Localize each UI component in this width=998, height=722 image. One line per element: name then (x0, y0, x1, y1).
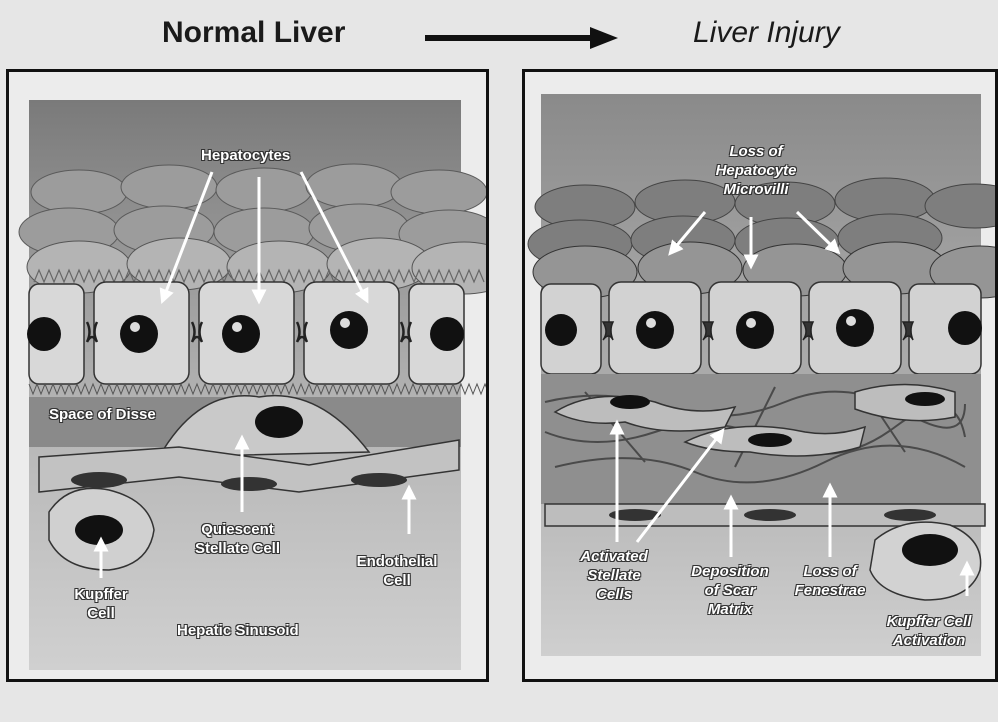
label-quiescent-line2: Stellate Cell (185, 539, 290, 558)
label-kupffer-line1: Kupffer (61, 585, 141, 604)
label-endothelial-line2: Cell (347, 571, 447, 590)
label-hepatocytes: Hepatocytes (201, 146, 290, 165)
label-deposition-of-scar-matrix: Deposition of Scar Matrix (675, 562, 785, 619)
label-space-of-disse: Space of Disse (49, 405, 156, 424)
title-liver-injury: Liver Injury (693, 16, 840, 50)
label-microvilli-line1: Loss of (701, 142, 811, 161)
label-scar-line3: Matrix (675, 600, 785, 619)
label-endothelial-line1: Endothelial (347, 552, 447, 571)
label-hepatic-sinusoid: Hepatic Sinusoid (177, 621, 299, 640)
label-loss-of-fenestrae: Loss of Fenestrae (780, 562, 880, 600)
liver-injury-panel: Loss of Hepatocyte Microvilli Activated … (522, 69, 998, 682)
label-scar-line2: of Scar (675, 581, 785, 600)
label-kupffer-line2: Cell (61, 604, 141, 623)
label-kupffer-cell-activation: Kupffer Cell Activation (869, 612, 989, 650)
label-endothelial-cell: Endothelial Cell (347, 552, 447, 590)
label-microvilli-line2: Hepatocyte (701, 161, 811, 180)
label-activated-line1: Activated (559, 547, 669, 566)
label-kupffer-activation-line2: Activation (869, 631, 989, 650)
label-activated-stellate-cells: Activated Stellate Cells (559, 547, 669, 604)
label-activated-line2: Stellate (559, 566, 669, 585)
label-loss-of-microvilli: Loss of Hepatocyte Microvilli (701, 142, 811, 199)
label-kupffer-cell: Kupffer Cell (61, 585, 141, 623)
normal-liver-panel: Hepatocytes Space of Disse Quiescent Ste… (6, 69, 489, 682)
label-fenestrae-line1: Loss of (780, 562, 880, 581)
label-fenestrae-line2: Fenestrae (780, 581, 880, 600)
transition-arrow (425, 26, 620, 50)
label-kupffer-activation-line1: Kupffer Cell (869, 612, 989, 631)
label-quiescent-stellate-cell: Quiescent Stellate Cell (185, 520, 290, 558)
label-microvilli-line3: Microvilli (701, 180, 811, 199)
label-quiescent-line1: Quiescent (185, 520, 290, 539)
label-activated-line3: Cells (559, 585, 669, 604)
title-normal-liver: Normal Liver (162, 16, 345, 50)
label-scar-line1: Deposition (675, 562, 785, 581)
